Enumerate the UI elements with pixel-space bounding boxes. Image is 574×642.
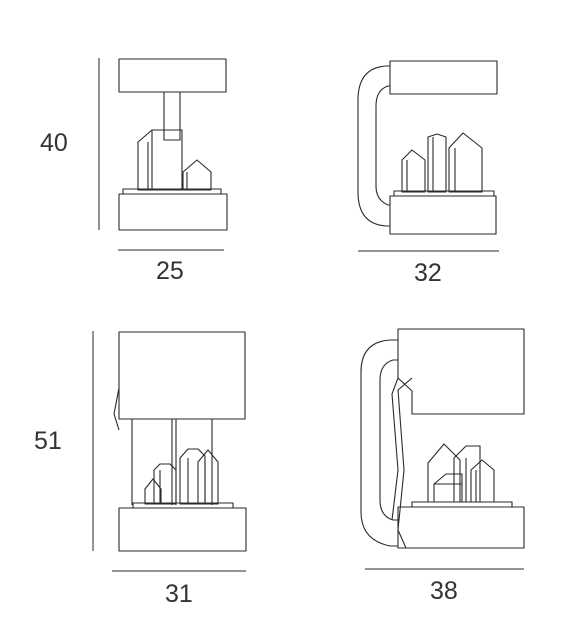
width-label-lamp-handle-large: 38 — [430, 577, 458, 605]
width-label-lamp-handle-small: 32 — [414, 259, 442, 287]
lamp-large-drawing — [92, 331, 247, 572]
building — [182, 159, 212, 191]
lamp-base — [389, 195, 497, 235]
building — [144, 478, 162, 505]
building — [448, 132, 483, 193]
height-label-lamp-small: 40 — [40, 129, 68, 157]
building — [433, 473, 463, 503]
lamp-stem — [163, 91, 181, 141]
lamp-plate — [411, 501, 513, 508]
lamp-cord — [113, 387, 120, 431]
building — [401, 149, 426, 193]
building — [470, 459, 495, 503]
building — [153, 463, 177, 505]
lamp-base — [397, 506, 525, 549]
lamp-shade — [118, 331, 246, 420]
width-label-lamp-large: 31 — [165, 580, 193, 608]
lamp-shade — [397, 328, 525, 415]
lamp-base — [118, 193, 228, 231]
lamp-handle — [357, 65, 390, 227]
lamp-handle-large-drawing — [360, 328, 525, 570]
lamp-handle — [360, 339, 398, 547]
width-label-lamp-small: 25 — [156, 257, 184, 285]
lamp-small-drawing — [98, 58, 228, 251]
lamp-shade — [118, 58, 227, 93]
lamp-handle-small-drawing — [357, 60, 499, 252]
height-label-lamp-large: 51 — [34, 427, 62, 455]
building — [427, 443, 461, 503]
lamp-shade — [389, 60, 498, 95]
building — [427, 133, 447, 193]
building — [137, 129, 183, 191]
building — [197, 449, 219, 505]
lamp-base — [118, 507, 247, 552]
